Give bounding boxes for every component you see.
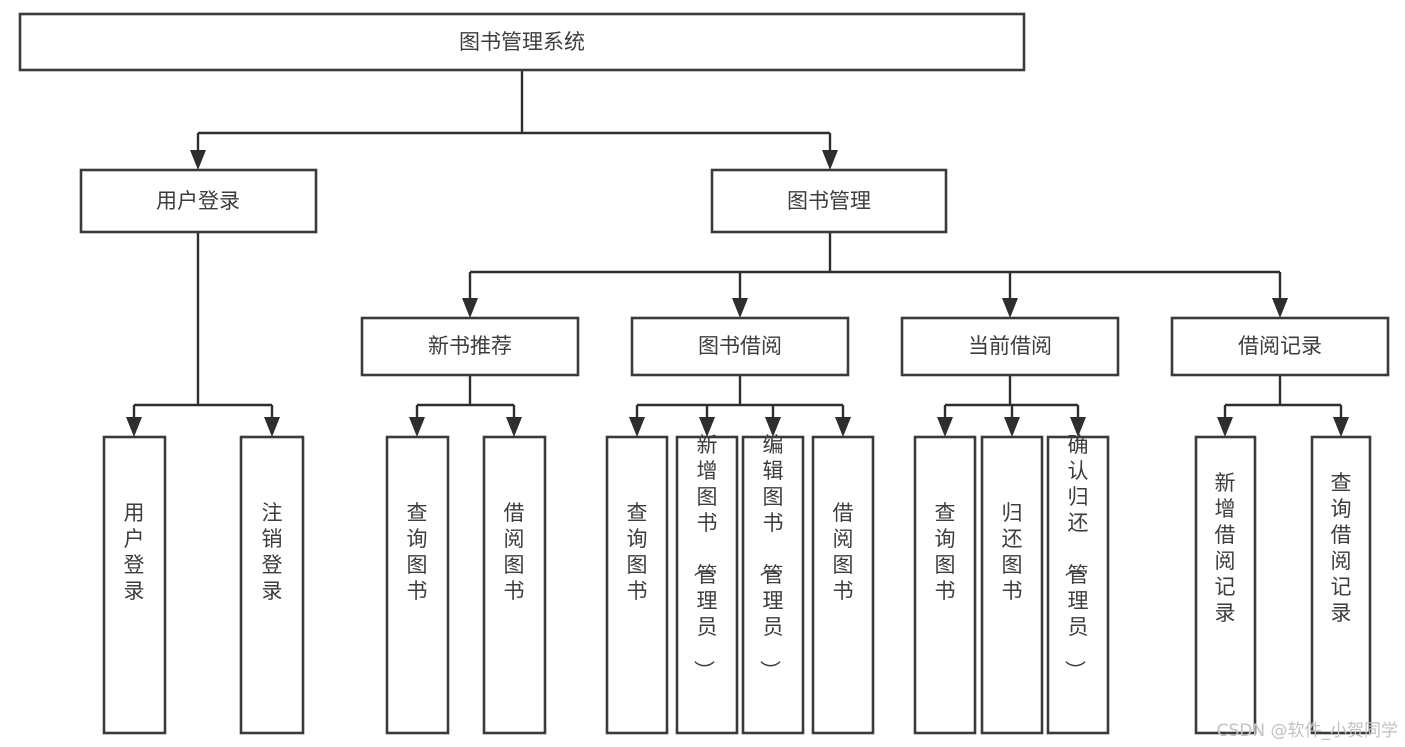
node-book-management[interactable]: 图书管理 bbox=[710, 168, 948, 234]
node-new-book-recommend-box[interactable] bbox=[360, 316, 580, 377]
leaf-confirm-return-admin-label: 确认归还（管理员） bbox=[1063, 433, 1089, 681]
node-new-book-recommend[interactable]: 新书推荐 bbox=[360, 316, 580, 377]
leaf-query-book-bw[interactable]: 查询图书 bbox=[605, 435, 669, 735]
node-borrow-record-label: 借阅记录 bbox=[1238, 334, 1322, 358]
leaf-logout-label: 注销登录 bbox=[262, 501, 283, 603]
leaf-query-borrow-record[interactable]: 查询借阅记录 bbox=[1310, 435, 1372, 735]
node-book-management-box[interactable] bbox=[710, 168, 948, 234]
arrowhead-bw-leaf2 bbox=[699, 417, 715, 437]
leaf-edit-book-admin[interactable]: 编辑图书（管理员） bbox=[741, 433, 805, 735]
leaf-query-book-nb[interactable]: 查询图书 bbox=[385, 435, 450, 735]
leaf-add-borrow-record[interactable]: 新增借阅记录 bbox=[1194, 435, 1257, 735]
leaf-query-borrow-record-box[interactable] bbox=[1310, 435, 1372, 735]
connector-layer bbox=[126, 70, 1349, 437]
node-root-label: 图书管理系统 bbox=[459, 30, 585, 54]
arrowhead-leaf-logout bbox=[264, 417, 280, 437]
node-book-management-label: 图书管理 bbox=[787, 189, 871, 213]
leaf-user-login[interactable]: 用户登录 bbox=[102, 435, 167, 735]
arrowhead-cb-leaf3 bbox=[1070, 417, 1086, 437]
leaf-borrow-book-nb[interactable]: 借阅图书 bbox=[482, 435, 547, 735]
leaf-query-book-cb-box[interactable] bbox=[913, 435, 977, 735]
leaf-query-book-cb[interactable]: 查询图书 bbox=[913, 435, 977, 735]
leaf-query-borrow-record-label: 查询借阅记录 bbox=[1331, 471, 1352, 625]
arrowhead-bw-leaf3 bbox=[765, 417, 781, 437]
node-borrow-record[interactable]: 借阅记录 bbox=[1170, 316, 1390, 377]
node-root[interactable]: 图书管理系统 bbox=[18, 12, 1026, 72]
leaf-borrow-book-bw-label: 借阅图书 bbox=[833, 501, 854, 603]
leaf-add-borrow-record-label: 新增借阅记录 bbox=[1215, 471, 1236, 625]
leaf-user-login-label: 用户登录 bbox=[124, 501, 145, 603]
node-root-box[interactable] bbox=[18, 12, 1026, 72]
arrowhead-borrow bbox=[732, 298, 748, 318]
leaf-logout[interactable]: 注销登录 bbox=[239, 435, 305, 735]
leaf-user-login-box[interactable] bbox=[102, 435, 167, 735]
arrowhead-br-leaf2 bbox=[1333, 417, 1349, 437]
leaf-confirm-return-admin-box[interactable] bbox=[1046, 435, 1110, 735]
leaf-borrow-book-bw-box[interactable] bbox=[811, 435, 875, 735]
arrowhead-nb-leaf2 bbox=[506, 417, 522, 437]
arrowhead-leaf-user-login bbox=[126, 417, 142, 437]
arrowhead-br-leaf1 bbox=[1217, 417, 1233, 437]
node-current-borrow[interactable]: 当前借阅 bbox=[900, 316, 1120, 377]
leaf-borrow-book-nb-label: 借阅图书 bbox=[504, 501, 525, 603]
arrowhead-user-login bbox=[190, 150, 206, 170]
leaf-return-book[interactable]: 归还图书 bbox=[980, 435, 1044, 735]
arrowhead-bw-leaf1 bbox=[629, 417, 645, 437]
leaf-borrow-book-nb-box[interactable] bbox=[482, 435, 547, 735]
node-book-borrow-label: 图书借阅 bbox=[698, 334, 782, 358]
leaf-add-book-admin[interactable]: 新增图书（管理员） bbox=[675, 433, 739, 735]
watermark-text: CSDN @软件_小贺同学 bbox=[1217, 721, 1398, 741]
leaf-logout-box[interactable] bbox=[239, 435, 305, 735]
leaf-edit-book-admin-box[interactable] bbox=[741, 435, 805, 735]
node-borrow-record-box[interactable] bbox=[1170, 316, 1390, 377]
node-book-borrow[interactable]: 图书借阅 bbox=[630, 316, 850, 377]
leaf-add-book-admin-box[interactable] bbox=[675, 435, 739, 735]
leaf-query-book-bw-label: 查询图书 bbox=[627, 501, 648, 603]
leaf-query-book-cb-label: 查询图书 bbox=[935, 501, 956, 603]
leaf-edit-book-admin-label: 编辑图书（管理员） bbox=[758, 433, 784, 681]
leaf-query-book-bw-box[interactable] bbox=[605, 435, 669, 735]
arrowhead-book-mgmt bbox=[822, 150, 838, 170]
leaf-confirm-return-admin[interactable]: 确认归还（管理员） bbox=[1046, 433, 1110, 735]
node-new-book-recommend-label: 新书推荐 bbox=[428, 334, 512, 358]
node-user-login[interactable]: 用户登录 bbox=[79, 168, 318, 234]
node-current-borrow-label: 当前借阅 bbox=[968, 334, 1052, 358]
leaf-query-book-nb-box[interactable] bbox=[385, 435, 450, 735]
leaf-query-book-nb-label: 查询图书 bbox=[407, 501, 428, 603]
node-user-login-box[interactable] bbox=[79, 168, 318, 234]
arrowhead-new-books bbox=[462, 298, 478, 318]
arrowhead-cb-leaf2 bbox=[1004, 417, 1020, 437]
leaf-borrow-book-bw[interactable]: 借阅图书 bbox=[811, 435, 875, 735]
node-user-login-label: 用户登录 bbox=[156, 189, 240, 213]
node-book-borrow-box[interactable] bbox=[630, 316, 850, 377]
node-current-borrow-box[interactable] bbox=[900, 316, 1120, 377]
leaf-add-borrow-record-box[interactable] bbox=[1194, 435, 1257, 735]
arrowhead-borrow-record bbox=[1272, 298, 1288, 318]
arrowhead-current-borrow bbox=[1002, 298, 1018, 318]
leaf-add-book-admin-label: 新增图书（管理员） bbox=[692, 433, 718, 681]
leaf-return-book-box[interactable] bbox=[980, 435, 1044, 735]
arrowhead-nb-leaf1 bbox=[409, 417, 425, 437]
arrowhead-cb-leaf1 bbox=[937, 417, 953, 437]
leaf-return-book-label: 归还图书 bbox=[1002, 501, 1023, 603]
arrowhead-bw-leaf4 bbox=[835, 417, 851, 437]
